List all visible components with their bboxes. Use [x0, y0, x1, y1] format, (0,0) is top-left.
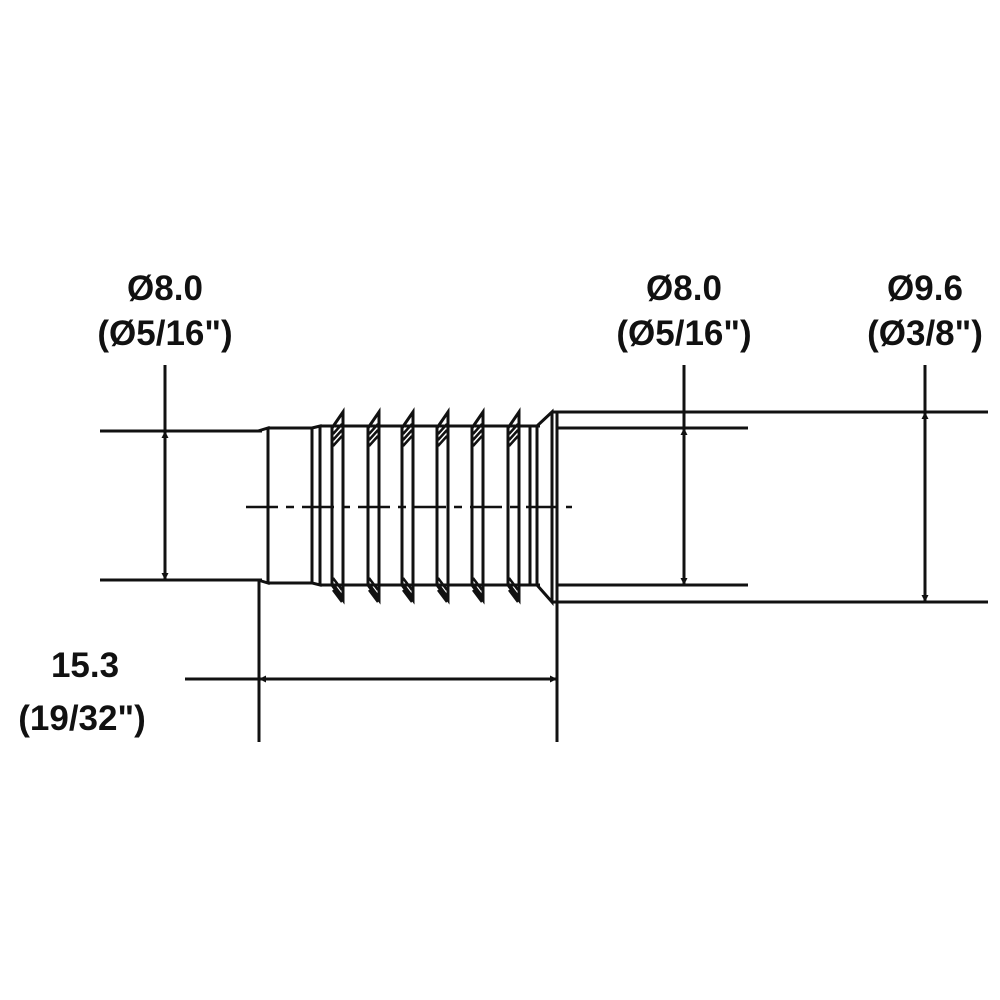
thread-ring: [435, 407, 450, 605]
left-diameter-dimension: [100, 365, 262, 582]
length-metric: 15.3: [51, 646, 119, 685]
length-dimension: [185, 580, 559, 742]
thread-ring: [470, 407, 485, 605]
insert-body: [246, 408, 988, 606]
thread-rings: [330, 407, 521, 605]
thread-ring: [400, 407, 415, 605]
middle-diameter-metric: Ø8.0: [646, 269, 722, 308]
middle-diameter-imperial: (Ø5/16"): [616, 314, 751, 353]
thread-ring: [366, 407, 381, 605]
left-diameter-metric: Ø8.0: [127, 269, 203, 308]
thread-ring: [330, 407, 345, 605]
left-diameter-imperial: (Ø5/16"): [97, 314, 232, 353]
thread-ring: [506, 407, 521, 605]
right-diameter-imperial: (Ø3/8"): [867, 314, 983, 353]
length-imperial: (19/32"): [18, 699, 146, 738]
right-diameter-metric: Ø9.6: [887, 269, 963, 308]
